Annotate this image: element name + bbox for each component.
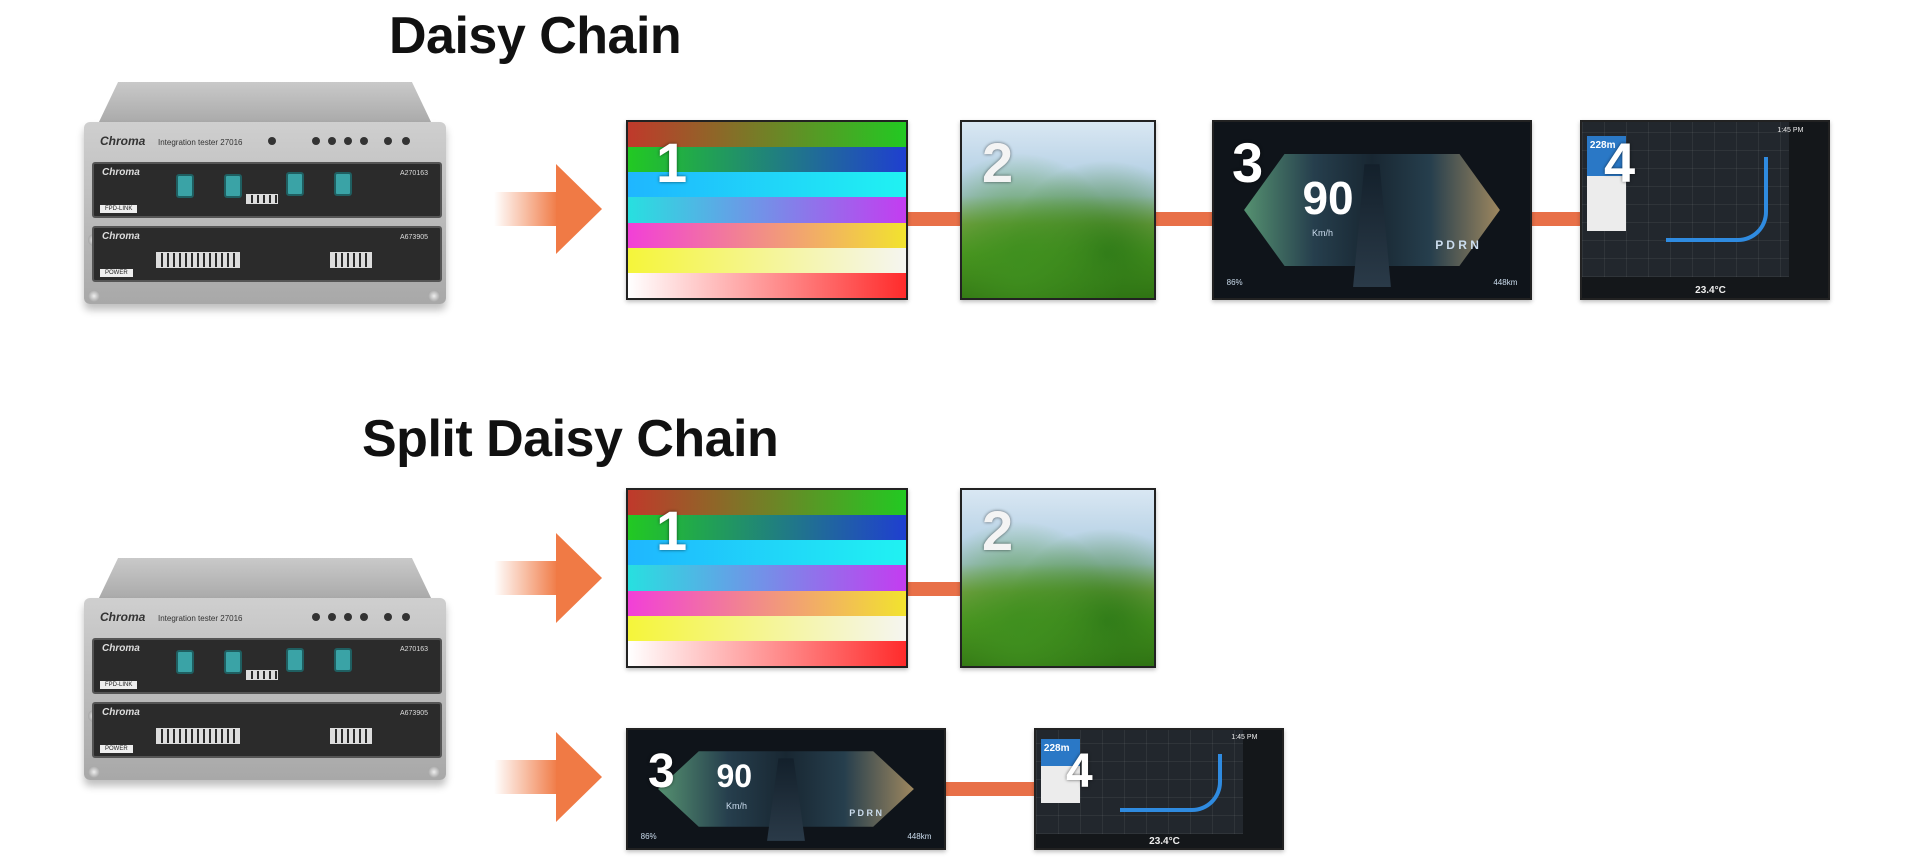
fakra-connector-icon bbox=[334, 648, 352, 672]
signal-arrow-icon bbox=[494, 732, 604, 822]
fakra-connector-icon bbox=[176, 650, 194, 674]
split-daisy-chain-title: Split Daisy Chain bbox=[362, 410, 779, 468]
fakra-connector-icon bbox=[176, 174, 194, 198]
device-model: Integration tester 27016 bbox=[158, 614, 243, 623]
power-button-icon bbox=[384, 137, 392, 145]
card-tag: POWER bbox=[100, 745, 133, 753]
card-id: A270163 bbox=[399, 646, 428, 653]
display-number: 3 bbox=[1232, 131, 1264, 194]
chain-link bbox=[946, 782, 1036, 796]
gear-indicator: P D R N bbox=[1435, 238, 1479, 253]
display-4-navigation: 228m 23.4°C 1:45 PM 4 bbox=[1034, 728, 1284, 850]
ext-control-port bbox=[246, 194, 278, 204]
card-tag: FPD-LINK bbox=[100, 681, 138, 689]
gear-indicator: P D R N bbox=[849, 807, 883, 818]
chain-link bbox=[906, 212, 962, 226]
turn-distance: 228m bbox=[1040, 739, 1081, 767]
turn-distance: 228m bbox=[1586, 136, 1627, 176]
display-1-color-bars: 1 bbox=[626, 488, 908, 668]
indicator-led bbox=[360, 137, 368, 145]
fakra-connector-icon bbox=[224, 174, 242, 198]
card-brand: Chroma bbox=[102, 643, 140, 654]
device-brand: Chroma bbox=[100, 610, 146, 624]
range-readout: 448km bbox=[1493, 278, 1518, 288]
speed-readout: 90 bbox=[1302, 172, 1354, 225]
screw-icon bbox=[88, 766, 100, 778]
device-top-panel bbox=[98, 82, 432, 124]
integration-tester-device-bottom: Chroma Integration tester 27016 Chroma A… bbox=[84, 558, 446, 780]
display-number: 1 bbox=[656, 499, 688, 562]
display-number: 3 bbox=[648, 745, 675, 798]
fakra-connector-icon bbox=[286, 648, 304, 672]
power-card: Chroma A673905 POWER bbox=[92, 702, 442, 758]
indicator-led bbox=[328, 137, 336, 145]
ext-control-port bbox=[246, 670, 278, 680]
signal-arrow-icon bbox=[494, 164, 604, 254]
power-connector bbox=[156, 728, 240, 744]
power-connector bbox=[330, 728, 372, 744]
fpd-link-card: Chroma A270163 FPD-LINK bbox=[92, 638, 442, 694]
temperature-readout: 23.4°C bbox=[1695, 285, 1726, 297]
power-button-icon bbox=[384, 613, 392, 621]
screw-icon bbox=[428, 766, 440, 778]
card-tag: POWER bbox=[100, 269, 133, 277]
battery-readout: 86% bbox=[640, 831, 657, 841]
card-id: A270163 bbox=[399, 170, 428, 177]
fakra-connector-icon bbox=[224, 650, 242, 674]
display-number: 2 bbox=[982, 499, 1014, 562]
chain-link bbox=[1532, 212, 1584, 226]
battery-readout: 86% bbox=[1226, 278, 1243, 288]
indicator-led bbox=[360, 613, 368, 621]
card-tag: FPD-LINK bbox=[100, 205, 138, 213]
card-id: A673905 bbox=[399, 234, 428, 241]
device-model: Integration tester 27016 bbox=[158, 138, 243, 147]
temperature-readout: 23.4°C bbox=[1149, 835, 1180, 847]
indicator-led bbox=[402, 137, 410, 145]
range-readout: 448km bbox=[907, 831, 932, 841]
display-2-landscape-photo: 2 bbox=[960, 488, 1156, 668]
daisy-chain-title: Daisy Chain bbox=[389, 7, 682, 65]
indicator-led bbox=[402, 613, 410, 621]
speed-readout: 90 bbox=[716, 758, 753, 795]
display-4-navigation: 228m 23.4°C 1:45 PM 4 bbox=[1580, 120, 1830, 300]
device-brand: Chroma bbox=[100, 134, 146, 148]
indicator-led bbox=[312, 137, 320, 145]
signal-arrow-icon bbox=[494, 533, 604, 623]
indicator-led bbox=[328, 613, 336, 621]
display-1-color-bars: 1 bbox=[626, 120, 908, 300]
card-id: A673905 bbox=[399, 710, 428, 717]
chain-link bbox=[1156, 212, 1216, 226]
display-3-instrument-cluster: 90 Km/h P D R N 448km 86% 3 bbox=[626, 728, 946, 850]
display-number: 4 bbox=[1604, 131, 1636, 194]
indicator-led bbox=[312, 613, 320, 621]
speed-unit: Km/h bbox=[1311, 227, 1333, 238]
display-number: 2 bbox=[982, 131, 1014, 194]
chain-link bbox=[906, 582, 962, 596]
integration-tester-device-top: Chroma Integration tester 27016 Chroma A… bbox=[84, 82, 446, 304]
screw-icon bbox=[428, 290, 440, 302]
card-brand: Chroma bbox=[102, 167, 140, 178]
card-brand: Chroma bbox=[102, 707, 140, 718]
indicator-led bbox=[344, 137, 352, 145]
indicator-led bbox=[344, 613, 352, 621]
card-brand: Chroma bbox=[102, 231, 140, 242]
device-top-panel bbox=[98, 558, 432, 600]
clock-readout: 1:45 PM bbox=[1777, 127, 1804, 135]
display-3-instrument-cluster: 90 Km/h P D R N 448km 86% 3 bbox=[1212, 120, 1532, 300]
fakra-connector-icon bbox=[334, 172, 352, 196]
power-connector bbox=[330, 252, 372, 268]
display-number: 4 bbox=[1066, 745, 1093, 798]
display-2-landscape-photo: 2 bbox=[960, 120, 1156, 300]
clock-readout: 1:45 PM bbox=[1231, 733, 1258, 741]
indicator-led bbox=[268, 137, 276, 145]
screw-icon bbox=[88, 290, 100, 302]
display-number: 1 bbox=[656, 131, 688, 194]
fpd-link-card: Chroma A270163 FPD-LINK bbox=[92, 162, 442, 218]
speed-unit: Km/h bbox=[725, 800, 747, 811]
power-card: Chroma A673905 POWER bbox=[92, 226, 442, 282]
fakra-connector-icon bbox=[286, 172, 304, 196]
power-connector bbox=[156, 252, 240, 268]
